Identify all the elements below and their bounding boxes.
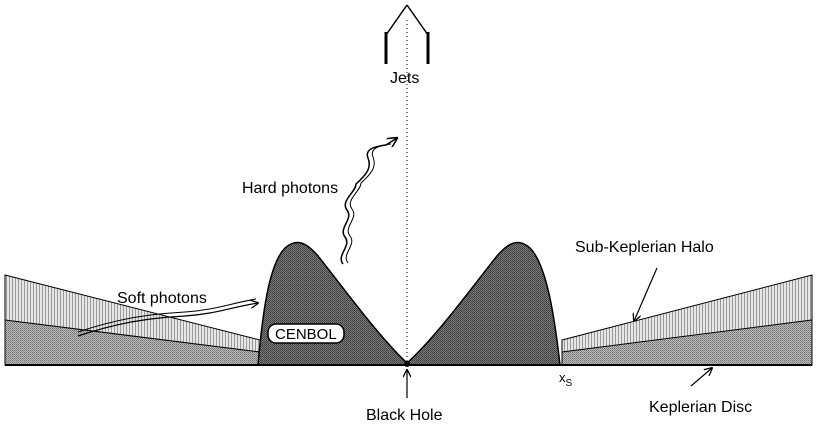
hard-photon-wave-inner (345, 143, 392, 264)
soft-photon-wave (77, 303, 258, 337)
jet-arrow (384, 4, 430, 64)
soft-photon-wave-inner (77, 298, 257, 333)
black-hole-label: Black Hole (366, 407, 443, 424)
halo-pointer (634, 267, 658, 321)
cenbol-label-box (267, 323, 345, 344)
cenbol-label: CENBOL (275, 326, 337, 343)
soft-photons-label: Soft photons (117, 290, 207, 307)
cenbol-torus (257, 241, 561, 366)
keplerian-disc-pointer (690, 368, 712, 387)
hard-photon-wave (340, 138, 397, 265)
jets-label: Jets (390, 70, 419, 87)
shock-location-label: xS (559, 370, 573, 389)
sub-keplerian-halo-label: Sub-Keplerian Halo (575, 239, 714, 256)
hard-photons-label: Hard photons (242, 180, 338, 197)
black-hole-marker (404, 361, 410, 367)
keplerian-disc-label: Keplerian Disc (649, 399, 752, 416)
